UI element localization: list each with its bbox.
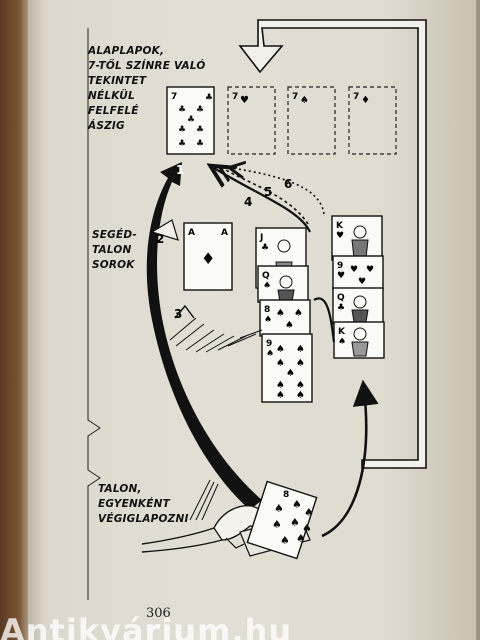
card-rank: Q (337, 293, 345, 303)
card-rank: 9 (337, 261, 343, 271)
svg-text:♠: ♠ (264, 315, 272, 325)
arrow-2-tip (150, 219, 179, 241)
svg-text:♣: ♣ (196, 105, 204, 115)
return-arrow (238, 19, 427, 469)
reserve-column-one: J ♣ Q ♠ 8 ♠ ♠♠♠ 9 ♠ ♠♠ ♠♠ ♠ ♠♠ ♠♠ (255, 227, 313, 403)
card-suit: ♠ (300, 95, 309, 106)
arrow-number-3: 3 (174, 307, 182, 321)
card-rank: J (259, 233, 263, 243)
reserve-column-two: K ♥ 9 ♥ ♥♥♥ Q ♣ K ♠ (331, 215, 385, 359)
svg-text:♠: ♠ (296, 358, 305, 369)
svg-text:♠: ♠ (276, 308, 285, 319)
foundations-caption: ALAPLAPOK, 7-TŐL SZÍNRE VALÓ TEKINTET NÉ… (88, 45, 206, 132)
arrow-number-1: 1 (176, 163, 184, 177)
hand-with-cards: 8 ♠♠♠ ♠♠♠ ♠♠ (141, 480, 318, 560)
svg-text:♠: ♠ (285, 320, 294, 331)
svg-text:♠: ♠ (263, 281, 271, 291)
svg-text:♣: ♣ (187, 115, 195, 125)
card-rank: 8 (264, 305, 270, 315)
svg-text:♠: ♠ (296, 344, 305, 355)
svg-text:♥: ♥ (366, 265, 374, 275)
svg-text:A: A (221, 228, 228, 238)
card-rank: 7 (171, 92, 177, 102)
frame-line (87, 28, 101, 600)
svg-text:♠: ♠ (296, 390, 305, 401)
card-rank: K (336, 221, 344, 231)
svg-text:♣: ♣ (178, 125, 186, 135)
foundation-card: 7 ♣ ♣♣ ♣ ♣♣ ♣♣ (166, 86, 215, 155)
arrow-3 (174, 304, 195, 319)
card-suit: ♥ (240, 95, 249, 106)
svg-text:♥: ♥ (350, 265, 358, 275)
svg-text:♠: ♠ (276, 358, 285, 369)
svg-text:♠: ♠ (276, 380, 285, 391)
empty-slot-spades: 7 ♠ (287, 86, 336, 155)
svg-text:♠: ♠ (286, 368, 295, 379)
reserve-caption: SEGÉD- TALON SOROK (92, 229, 137, 271)
card-rank: 7 (292, 92, 298, 102)
card-rank: 7 (232, 92, 238, 102)
svg-text:♠: ♠ (296, 380, 305, 391)
svg-text:♣: ♣ (196, 139, 204, 149)
svg-text:♣: ♣ (261, 243, 269, 253)
svg-text:♣: ♣ (337, 303, 345, 313)
svg-text:♥: ♥ (358, 277, 366, 287)
svg-text:♠: ♠ (294, 308, 303, 319)
card-suit: ♦ (201, 249, 215, 268)
card-rank: Q (262, 271, 270, 281)
svg-text:♠: ♠ (276, 390, 285, 401)
svg-text:♠: ♠ (302, 522, 312, 535)
card-suit: ♣ (205, 93, 213, 103)
curve-to-column (313, 297, 336, 343)
empty-slot-diamonds: 7 ♦ (348, 86, 397, 155)
arrow-number-2: 2 (156, 232, 164, 246)
arrow-number-5: 5 (264, 185, 272, 199)
page-number: 306 (146, 606, 171, 621)
svg-text:♠: ♠ (290, 516, 300, 529)
svg-text:♠: ♠ (296, 532, 306, 545)
svg-text:♠: ♠ (280, 534, 290, 547)
main-move-arrow (146, 162, 262, 510)
empty-slot-hearts: 7 ♥ (227, 86, 276, 155)
svg-text:♠: ♠ (272, 518, 282, 531)
svg-text:♠: ♠ (338, 337, 346, 347)
card-rank: A (188, 228, 195, 238)
stock-caption: TALON, EGYENKÉNT VÉGIGLAPOZNI (98, 483, 189, 525)
svg-text:♣: ♣ (178, 139, 186, 149)
svg-text:♠: ♠ (304, 506, 314, 519)
svg-text:♥: ♥ (336, 231, 344, 241)
hatched-trail (169, 317, 263, 521)
card-rank: K (338, 327, 346, 337)
svg-text:♠: ♠ (276, 344, 285, 355)
svg-text:♥: ♥ (337, 271, 345, 281)
svg-text:♠: ♠ (266, 349, 274, 359)
hand-to-column-arrow (321, 379, 379, 538)
arrow-number-6: 6 (284, 177, 292, 191)
card-rank: 7 (353, 92, 359, 102)
svg-text:♠: ♠ (292, 498, 302, 511)
watermark: Antikvárium.hu (0, 612, 293, 640)
arrow-number-4: 4 (244, 195, 252, 209)
card-rank: 8 (283, 490, 289, 500)
svg-text:♠: ♠ (274, 502, 284, 515)
card-rank: 9 (266, 339, 272, 349)
svg-text:♣: ♣ (196, 125, 204, 135)
reserve-card-ace: A A ♦ (183, 222, 233, 291)
svg-text:♣: ♣ (178, 105, 186, 115)
card-suit: ♦ (361, 95, 370, 106)
